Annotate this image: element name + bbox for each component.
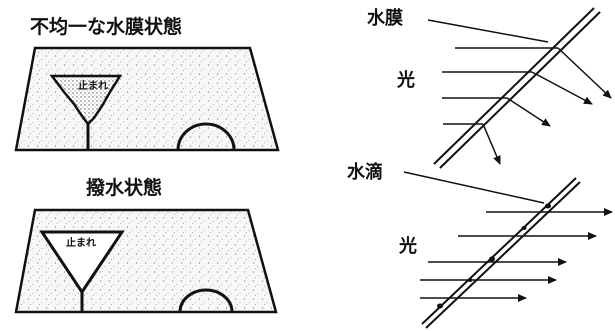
- wiper-arc-top: [176, 122, 236, 151]
- repellent-panel: 撥水状態 止まれ: [14, 176, 278, 314]
- droplet-1: [545, 203, 551, 209]
- film-light-label: 光: [396, 69, 415, 91]
- stop-sign-clear: [39, 230, 125, 295]
- windshield-top: [14, 46, 280, 152]
- stop-sign-distorted: [49, 74, 123, 126]
- film-pointer-line: [427, 19, 549, 43]
- uneven-film-panel: 不均一な水膜状態 止まれ: [14, 15, 280, 152]
- drop-light-panel: 水滴 光: [347, 161, 613, 329]
- drop-light-label: 光: [398, 235, 417, 257]
- uneven-film-title: 不均一な水膜状態: [30, 15, 182, 38]
- film-incoming-rays: [442, 47, 558, 125]
- wiper-arc-bottom: [178, 288, 234, 313]
- scattered-ray-3: [506, 97, 551, 127]
- stop-sign-text-top: 止まれ: [78, 79, 108, 92]
- drop-pointer-line: [403, 171, 545, 204]
- stop-sign-text-bottom: 止まれ: [66, 236, 96, 249]
- drop-straight-rays: [420, 208, 613, 302]
- glass-pane-bottom: [421, 177, 581, 329]
- repellent-title: 撥水状態: [86, 176, 162, 199]
- windshield-bottom: [14, 208, 278, 314]
- drop-label: 水滴: [347, 161, 383, 183]
- droplet-2: [521, 226, 527, 230]
- glass-pane-top: [433, 7, 601, 169]
- scattered-ray-1: [557, 47, 612, 99]
- scattered-ray-4: [482, 123, 501, 165]
- droplet-3: [489, 256, 495, 262]
- droplet-5: [437, 303, 443, 309]
- film-scattered-rays: [482, 47, 612, 165]
- film-light-panel: 水膜 光: [367, 7, 612, 169]
- water-film-layer: [439, 11, 601, 169]
- film-label: 水膜: [367, 7, 403, 29]
- scattered-ray-2: [531, 71, 593, 105]
